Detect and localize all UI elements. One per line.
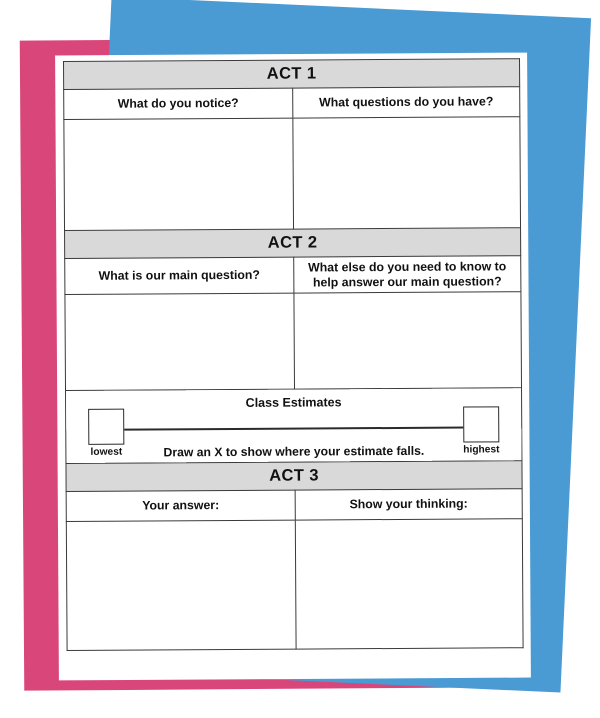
act2-column-header-row: What is our main question? What else do … [64,255,521,295]
three-act-worksheet: ACT 1 What do you notice? What questions… [63,58,524,651]
act1-questions-response-area[interactable] [292,116,521,230]
act3-column-2-label: Show your thinking: [295,488,523,521]
highest-label: highest [463,444,500,456]
act2-main-question-response-area[interactable] [64,293,295,391]
act1-column-2-label: What questions do you have? [292,86,520,119]
act2-need-to-know-response-area[interactable] [293,291,522,390]
estimate-number-line [121,426,466,431]
act3-column-1-label: Your answer: [66,490,296,522]
act1-title: ACT 1 [63,58,520,90]
act3-response-row [66,518,524,651]
act1-response-row [63,116,521,231]
act3-header-row: ACT 3 [65,460,523,492]
act2-column-2-label: What else do you need to know to help an… [293,255,521,294]
act2-title: ACT 2 [64,227,521,259]
act2-response-row [64,291,522,391]
act1-column-1-label: What do you notice? [63,88,293,120]
class-estimates-title: Class Estimates [245,395,342,410]
estimate-instruction-text: Draw an X to show where your estimate fa… [163,443,425,460]
act3-title: ACT 3 [65,460,523,492]
class-estimates-cell: Class Estimates lowest highest Draw an X… [65,387,522,464]
act1-notice-response-area[interactable] [63,118,294,231]
act3-thinking-response-area[interactable] [295,518,524,650]
act1-header-row: ACT 1 [63,58,520,90]
act3-column-header-row: Your answer: Show your thinking: [66,488,523,522]
act2-column-1-label: What is our main question? [64,257,294,295]
act2-header-row: ACT 2 [64,227,521,259]
act1-column-header-row: What do you notice? What questions do yo… [63,86,520,120]
highest-estimate-box[interactable] [463,406,500,443]
act3-answer-response-area[interactable] [66,520,297,651]
worksheet-table: ACT 1 What do you notice? What questions… [63,58,524,651]
class-estimates-row: Class Estimates lowest highest Draw an X… [65,387,522,464]
lowest-estimate-box[interactable] [88,408,125,445]
class-estimates-inner: Class Estimates lowest highest Draw an X… [66,388,521,463]
lowest-label: lowest [90,446,123,458]
